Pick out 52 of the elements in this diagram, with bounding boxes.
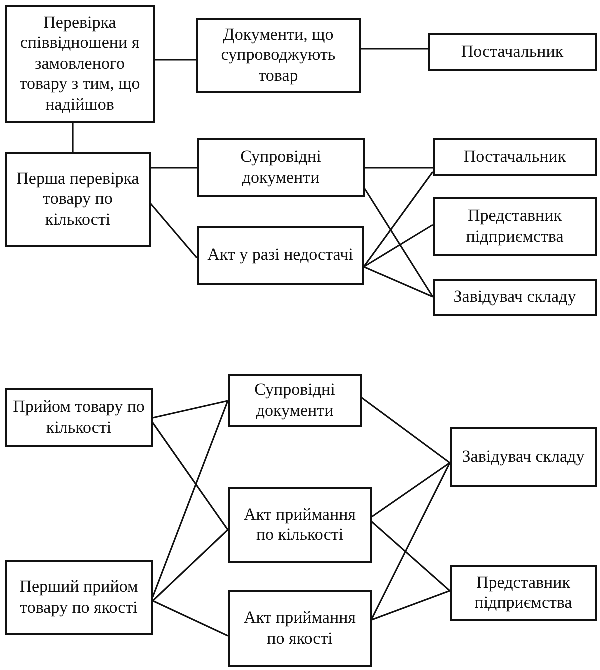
process-box xyxy=(228,487,372,563)
box-label: Завідувач складу xyxy=(462,446,585,468)
process-box xyxy=(433,138,597,176)
box-label: Представник підприємства xyxy=(465,206,565,247)
connector-line xyxy=(364,224,434,268)
process-box xyxy=(428,33,597,71)
process-box xyxy=(450,565,597,621)
connector-line xyxy=(150,203,198,259)
process-box xyxy=(5,152,151,247)
connector-line xyxy=(371,462,451,620)
connector-line xyxy=(152,422,229,530)
connector-line xyxy=(365,167,433,169)
connector-line xyxy=(364,188,434,298)
process-box xyxy=(197,226,364,285)
connector-line xyxy=(364,266,434,298)
process-box xyxy=(433,197,597,256)
process-box xyxy=(5,388,153,447)
connector-line xyxy=(371,521,451,592)
connector-line xyxy=(372,590,450,621)
connector-line xyxy=(152,600,228,637)
process-box xyxy=(228,590,372,667)
box-label: Перший прийом товару по якості xyxy=(18,577,140,618)
connector-line xyxy=(152,400,229,598)
box-label: Акт приймання по якості xyxy=(243,608,357,649)
process-box xyxy=(196,18,361,93)
box-label: Постачальник xyxy=(464,146,566,168)
connector-line xyxy=(151,167,197,169)
connector-line xyxy=(362,397,450,464)
box-label: Перша перевірка товару по кількості xyxy=(16,168,140,230)
connector-line xyxy=(152,400,228,419)
box-label: Завідувач складу xyxy=(454,287,576,308)
process-box xyxy=(228,374,362,427)
connector-line xyxy=(155,59,196,61)
connector-line xyxy=(363,172,434,268)
process-box xyxy=(450,427,597,487)
box-label: Перевірка співвідношени я замовленого товару з тим, що надійшов xyxy=(18,13,142,115)
box-label: Постачальник xyxy=(461,42,564,62)
connector-line xyxy=(72,123,74,152)
process-box xyxy=(433,279,597,316)
process-box xyxy=(5,560,153,635)
process-box xyxy=(197,138,365,197)
box-label: Акт приймання по кількості xyxy=(243,504,357,546)
box-label: Представник підприємства xyxy=(474,572,574,614)
connector-line xyxy=(152,529,229,602)
box-label: Супровідні документи xyxy=(240,147,322,188)
box-label: Документи, що супроводжують товар xyxy=(220,24,337,86)
connector-line xyxy=(361,48,428,50)
process-box xyxy=(5,5,155,123)
box-label: Акт у разі недостачі xyxy=(208,245,354,266)
box-label: Супровідні документи xyxy=(254,380,336,421)
connector-line xyxy=(372,462,450,518)
box-label: Прийом товару по кількості xyxy=(12,397,146,438)
